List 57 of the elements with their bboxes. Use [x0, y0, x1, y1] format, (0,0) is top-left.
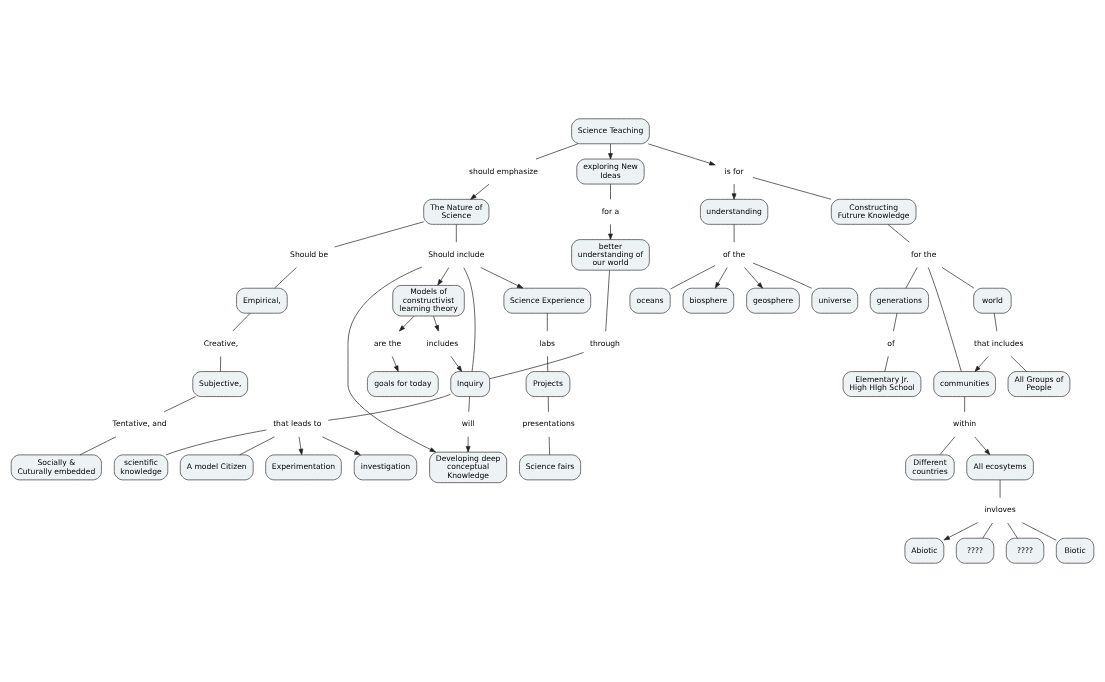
connector [546, 312, 548, 332]
connector [884, 356, 889, 372]
arrow [437, 267, 450, 286]
connector [752, 262, 812, 289]
arrow [470, 183, 490, 200]
arrow [974, 436, 991, 456]
arrow [714, 267, 728, 289]
connector [79, 436, 117, 456]
connector [1022, 522, 1057, 541]
arrow [450, 356, 463, 372]
arrow [647, 143, 716, 166]
connector [239, 436, 275, 456]
connector [468, 396, 470, 413]
arrow [465, 436, 471, 453]
connector [610, 183, 611, 200]
connector [163, 396, 196, 413]
connector [455, 224, 457, 243]
connector [905, 267, 918, 289]
connector [274, 267, 297, 289]
connector [752, 177, 832, 200]
connector [893, 312, 898, 332]
arrow [298, 436, 304, 456]
arrow [974, 356, 989, 372]
connector [220, 356, 222, 372]
connector [964, 396, 965, 413]
arrow [480, 267, 524, 289]
connector [463, 267, 476, 372]
connector [1010, 356, 1028, 372]
arrow [608, 224, 613, 240]
connector [548, 436, 550, 456]
arrow [391, 356, 399, 372]
connector [993, 312, 998, 332]
arrow [399, 315, 415, 332]
connector [165, 429, 267, 456]
connector [939, 436, 956, 456]
connector [535, 143, 579, 160]
connector [605, 269, 610, 332]
connector [733, 224, 735, 243]
connector [232, 312, 251, 332]
arrow [731, 183, 737, 200]
arrow [744, 267, 763, 289]
arrow [347, 266, 436, 453]
arrow [943, 522, 979, 541]
connector [547, 396, 549, 413]
arrow [608, 143, 613, 160]
connector [334, 221, 424, 248]
connector [327, 394, 451, 421]
arrow [322, 436, 361, 456]
connector [1007, 522, 1018, 539]
connector [547, 356, 549, 372]
arrow [433, 315, 439, 332]
connector [670, 265, 716, 290]
connector [887, 224, 910, 243]
connector [941, 267, 975, 289]
connector [489, 352, 584, 380]
connector [927, 267, 962, 372]
connector [982, 522, 993, 539]
